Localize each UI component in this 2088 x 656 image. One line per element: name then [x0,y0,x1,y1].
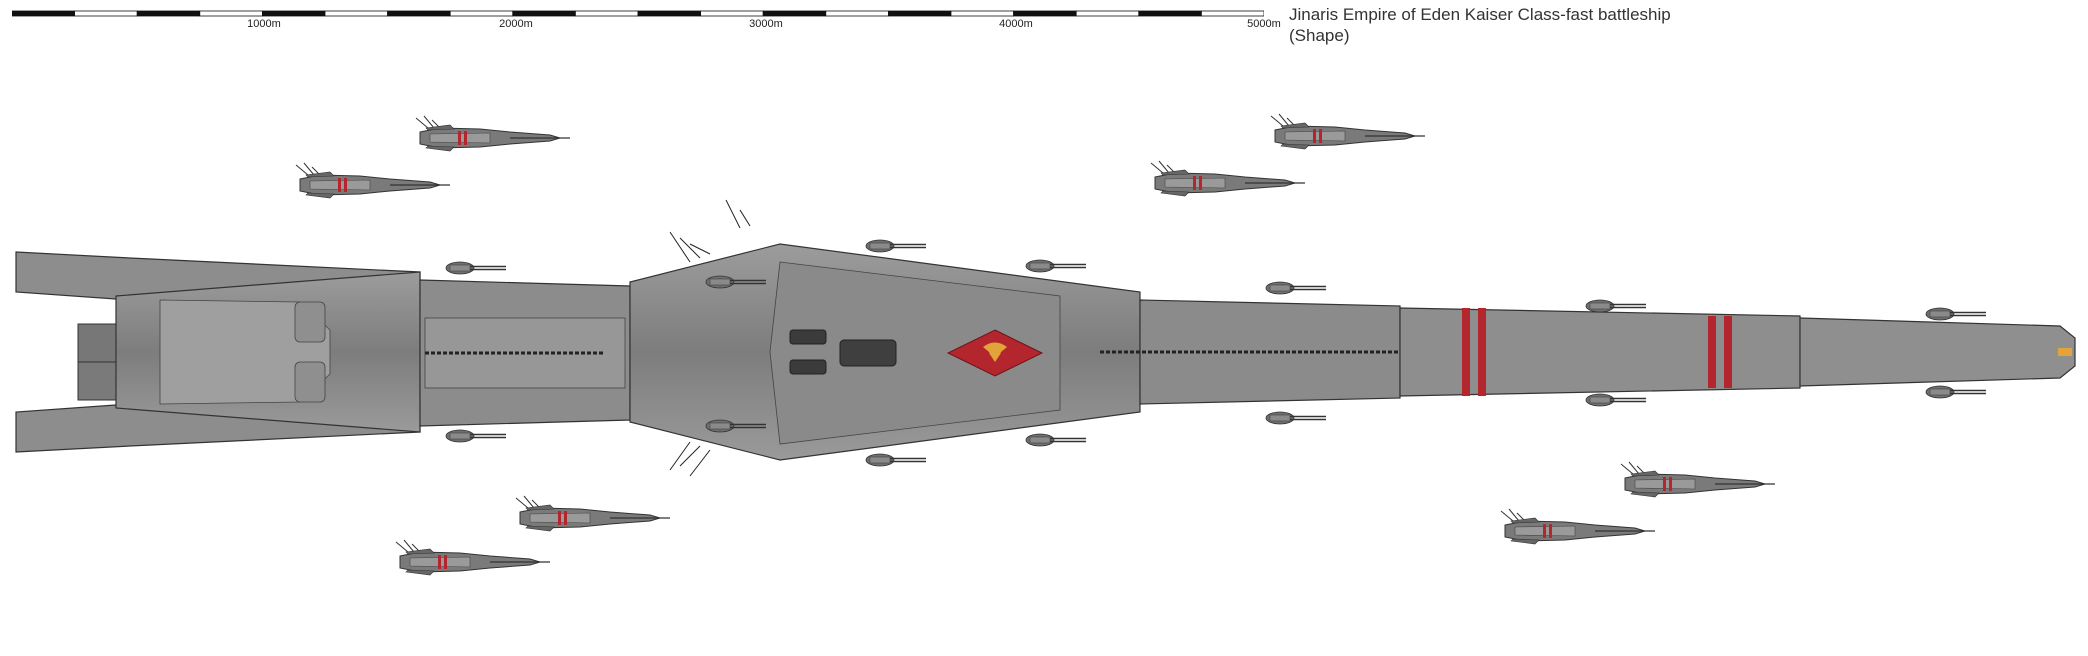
title-block: Jinaris Empire of Eden Kaiser Class-fast… [1289,4,1671,46]
scale-label-1000m: 1000m [247,18,281,30]
battleship-hull [15,199,2076,477]
escort-ship-7 [1620,461,1776,498]
ship-subtitle: (Shape) [1289,26,1350,45]
scale-label-2000m: 2000m [499,18,533,30]
escort-ship-8 [1500,508,1656,545]
escort-ship-2 [295,162,451,199]
scale-label-3000m: 3000m [749,18,783,30]
phoenix-emblem-icon [983,342,1007,362]
scale-label-4000m: 4000m [999,18,1033,30]
scale-bar: 1000m 2000m 3000m 4000m 5000m [11,6,1281,40]
escort-ship-4 [1150,160,1306,197]
escort-ship-6 [395,539,551,576]
scale-ruler [11,10,1265,17]
escort-ship-3 [1270,113,1426,150]
ship-title: Jinaris Empire of Eden Kaiser Class-fast… [1289,5,1671,24]
escort-ship-5 [515,495,671,532]
scale-label-5000m: 5000m [1247,18,1281,30]
escort-ship-1 [415,115,571,152]
